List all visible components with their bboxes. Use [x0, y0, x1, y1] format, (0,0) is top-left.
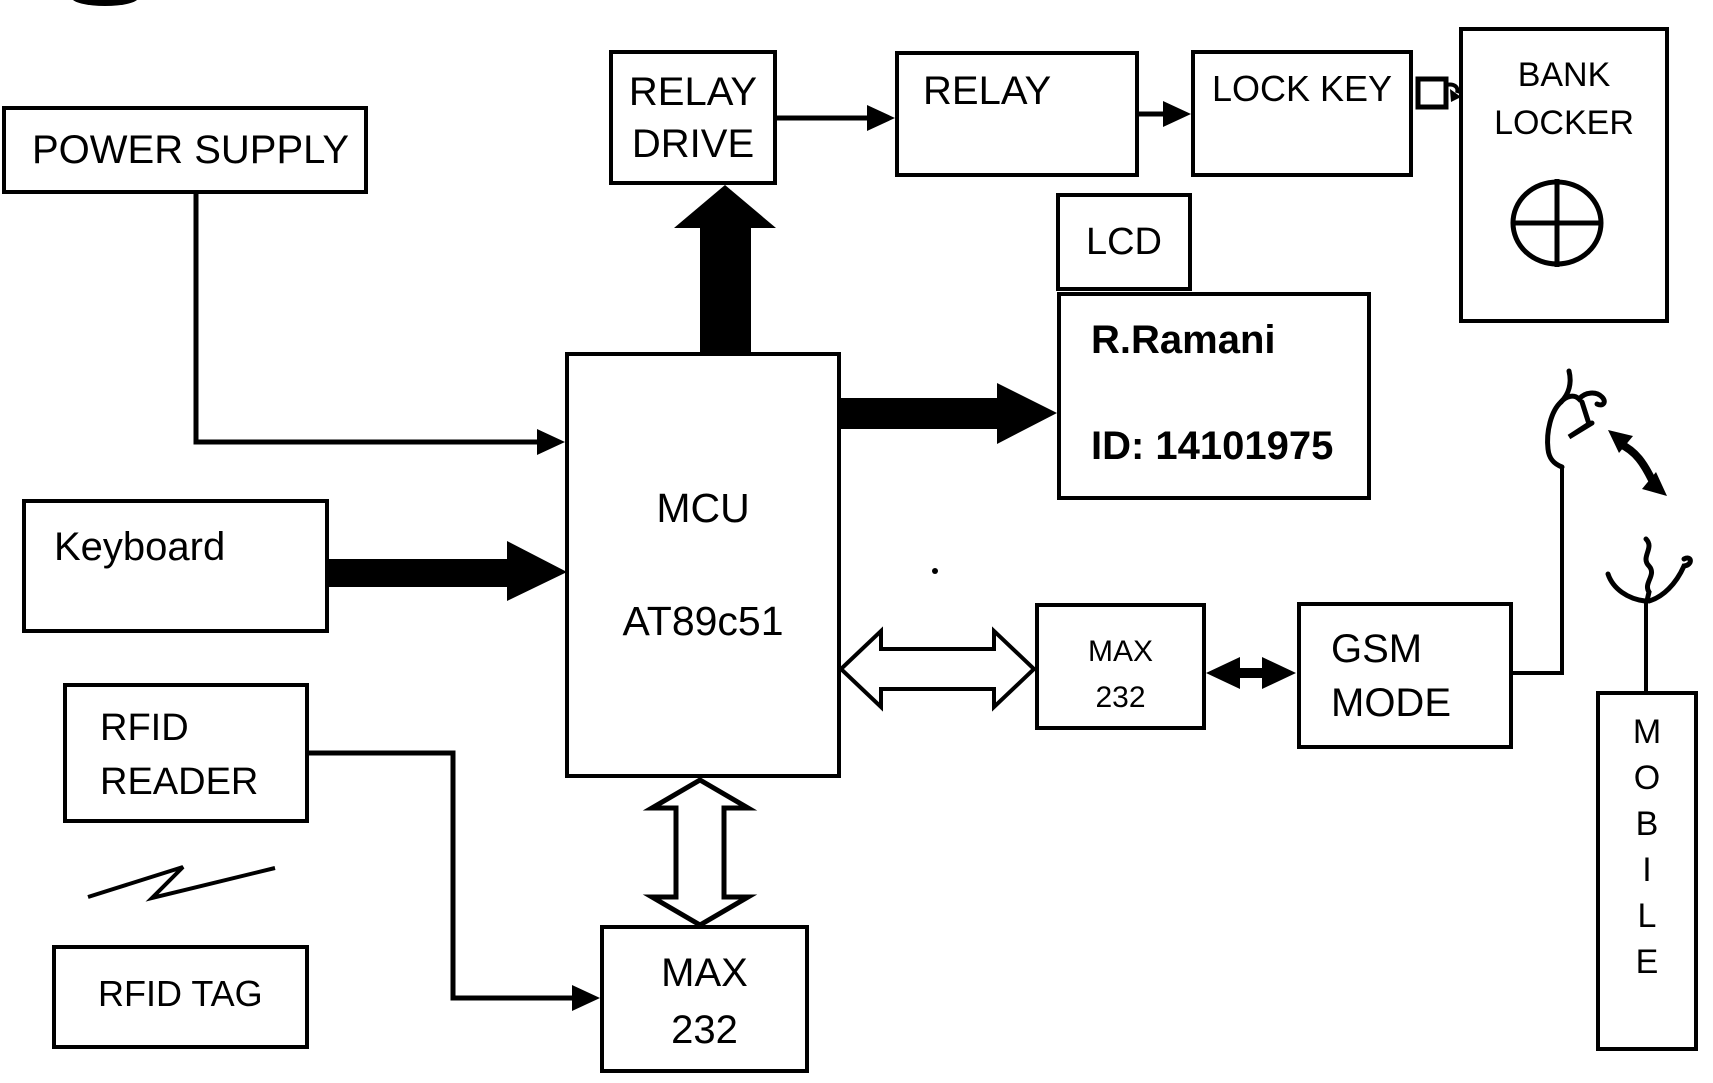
- mcu-block: MCU AT89c51: [565, 352, 841, 778]
- bank-locker-block: BANK LOCKER: [1459, 27, 1669, 323]
- relay-block: RELAY: [895, 51, 1139, 177]
- mcu-max232-vertical-double-arrow: [642, 777, 758, 928]
- relay-drive-label-line1: RELAY: [628, 70, 758, 114]
- max232-gsm-label-line1: MAX: [1087, 635, 1153, 668]
- relay-to-lockkey-arrowhead: [1163, 101, 1191, 127]
- stray-dot: [932, 568, 938, 574]
- wireless-link-lower-arrowhead: [1642, 472, 1667, 496]
- relay-label: RELAY: [923, 69, 1052, 113]
- max232-serial-block: MAX 232: [600, 925, 809, 1073]
- max232-gsm-label-line2: 232: [1095, 681, 1146, 714]
- lockkey-connector-hook: [1445, 82, 1460, 94]
- keyboard-block: Keyboard: [22, 499, 329, 633]
- gsm-modem-block: GSM MODE: [1297, 602, 1513, 749]
- keyboard-label: Keyboard: [54, 525, 226, 569]
- power-to-mcu-wire: [193, 192, 540, 445]
- mobile-letter-b: B: [1635, 805, 1659, 843]
- cropped-figure-label-fragment: [73, 0, 137, 6]
- max232-gsm-block: MAX 232: [1035, 603, 1206, 730]
- mcu-max232-horizontal-double-arrow: [838, 626, 1037, 712]
- max232-serial-label-line1: MAX: [661, 951, 748, 995]
- lcd-label: LCD: [1085, 220, 1163, 263]
- lcd-display-name: R.Ramani: [1091, 318, 1276, 362]
- mcu-to-lcd-block-arrow: [840, 383, 1057, 444]
- gsm-antenna-sketch: [1545, 368, 1607, 470]
- wireless-link-upper-arrowhead: [1608, 430, 1633, 453]
- gsm-modem-label-line1: GSM: [1331, 627, 1423, 671]
- rfid-to-max232-arrowhead: [572, 985, 600, 1011]
- mcu-to-relaydrive-block-arrow: [674, 185, 776, 352]
- power-to-mcu-arrowhead: [537, 429, 565, 455]
- rfid-reader-label-line1: RFID: [100, 707, 189, 749]
- lcd-block: LCD: [1056, 193, 1192, 291]
- relay-drive-label-line2: DRIVE: [631, 122, 755, 166]
- lockkey-connector-arrowhead: [1450, 89, 1461, 102]
- bank-locker-label-line2: LOCKER: [1494, 104, 1634, 142]
- mcu-label: MCU: [656, 485, 750, 531]
- mobile-letter-e: E: [1635, 943, 1659, 981]
- max232-serial-label-line2: 232: [671, 1008, 738, 1052]
- rfid-tag-label: RFID TAG: [98, 973, 263, 1014]
- rfid-to-max232-wire: [308, 750, 582, 1001]
- wireless-link-shaft: [1618, 440, 1656, 482]
- lock-key-label: LOCK KEY: [1211, 68, 1393, 109]
- gsm-antenna-wire: [1512, 467, 1564, 675]
- mobile-letter-l: L: [1637, 897, 1657, 935]
- lockkey-connector-square: [1415, 76, 1449, 110]
- mcu-part-number: AT89c51: [622, 598, 784, 644]
- mobile-letter-i: I: [1642, 851, 1652, 889]
- keyboard-to-mcu-block-arrow: [328, 541, 567, 601]
- bank-locker-label-line1: BANK: [1517, 56, 1611, 94]
- max232-gsm-left-arrowhead: [1206, 657, 1240, 689]
- rfid-tag-block: RFID TAG: [52, 945, 309, 1049]
- relay-drive-block: RELAY DRIVE: [609, 50, 777, 185]
- power-supply-label: POWER SUPPLY: [32, 127, 350, 172]
- relaydrive-to-relay-arrowhead: [867, 105, 895, 131]
- rfid-reader-label-line2: READER: [100, 761, 259, 803]
- mobile-block: M O B I L E: [1596, 691, 1698, 1051]
- mobile-letter-m: M: [1632, 713, 1662, 751]
- rfid-radio-zigzag: [87, 865, 276, 902]
- mobile-letter-o: O: [1633, 759, 1661, 797]
- locker-dial-icon: [1510, 179, 1604, 267]
- lcd-display-id: ID: 14101975: [1091, 424, 1334, 468]
- lcd-display-block: R.Ramani ID: 14101975: [1057, 292, 1371, 500]
- lock-key-block: LOCK KEY: [1191, 50, 1413, 177]
- gsm-modem-label-line2: MODE: [1331, 681, 1451, 725]
- power-supply-block: POWER SUPPLY: [2, 106, 368, 194]
- mobile-antenna-sketch: [1605, 536, 1693, 604]
- rfid-reader-block: RFID READER: [63, 683, 309, 823]
- max232-gsm-right-arrowhead: [1262, 657, 1296, 689]
